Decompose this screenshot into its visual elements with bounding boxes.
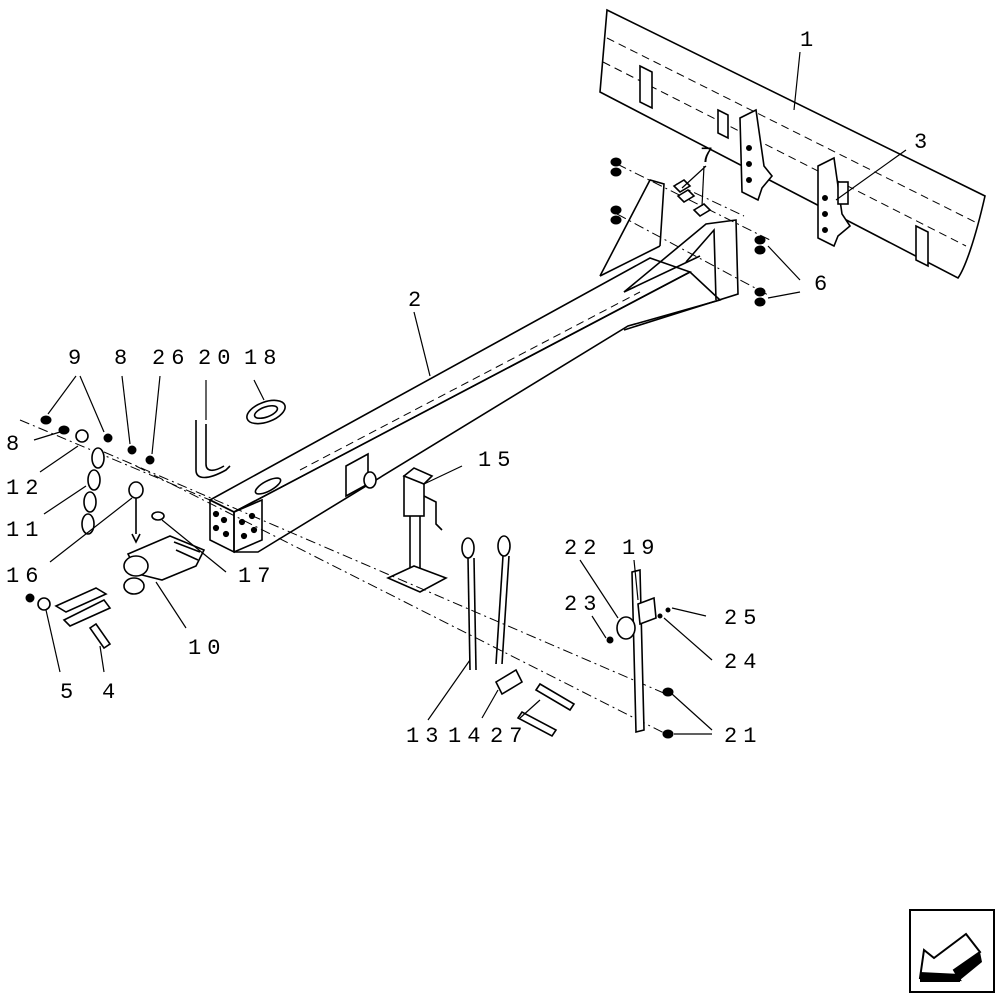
light-bracket: [606, 568, 674, 739]
callout-16: 16: [6, 564, 44, 589]
callout-20: 20: [198, 346, 236, 371]
callout-14: 14: [448, 724, 486, 749]
jack-stand: [386, 467, 448, 593]
callout-labels: 1 3 7 6 2 9 8 26 20 18 8 12 11 16 17 10 …: [6, 28, 933, 749]
callout-24: 24: [724, 650, 762, 675]
callout-25: 25: [724, 606, 762, 631]
leader-lines: [33, 51, 907, 735]
callout-3: 3: [914, 130, 933, 155]
callout-4: 4: [102, 680, 121, 705]
previous-page-arrow-icon[interactable]: [909, 909, 995, 993]
callout-5: 5: [60, 680, 79, 705]
callout-19: 19: [622, 536, 660, 561]
callout-22: 22: [564, 536, 602, 561]
callout-6: 6: [814, 272, 833, 297]
assembly-lines-top: [616, 163, 771, 297]
hitch-pins: [461, 535, 576, 738]
callout-26: 26: [152, 346, 190, 371]
assembly-lines-lower: [19, 419, 667, 735]
callout-9: 9: [68, 346, 87, 371]
callout-2: 2: [408, 288, 427, 313]
callout-12: 12: [6, 476, 44, 501]
callout-23: 23: [564, 592, 602, 617]
callout-17: 17: [238, 564, 276, 589]
safety-chain-hardware: [40, 399, 286, 544]
hitch-tongue: [208, 179, 739, 554]
callout-11: 11: [6, 518, 44, 543]
callout-7: 7: [700, 144, 719, 169]
callout-13: 13: [406, 724, 444, 749]
callout-1: 1: [800, 28, 819, 53]
callout-27: 27: [490, 724, 528, 749]
drawbar-beam: [599, 8, 986, 280]
hardware-top: [610, 157, 766, 307]
callout-21: 21: [724, 724, 762, 749]
callout-8-top: 8: [114, 346, 133, 371]
callout-8-left: 8: [6, 432, 25, 457]
callout-18: 18: [244, 346, 282, 371]
hitch-coupler: [25, 535, 206, 650]
callout-10: 10: [188, 636, 226, 661]
callout-15: 15: [478, 448, 516, 473]
